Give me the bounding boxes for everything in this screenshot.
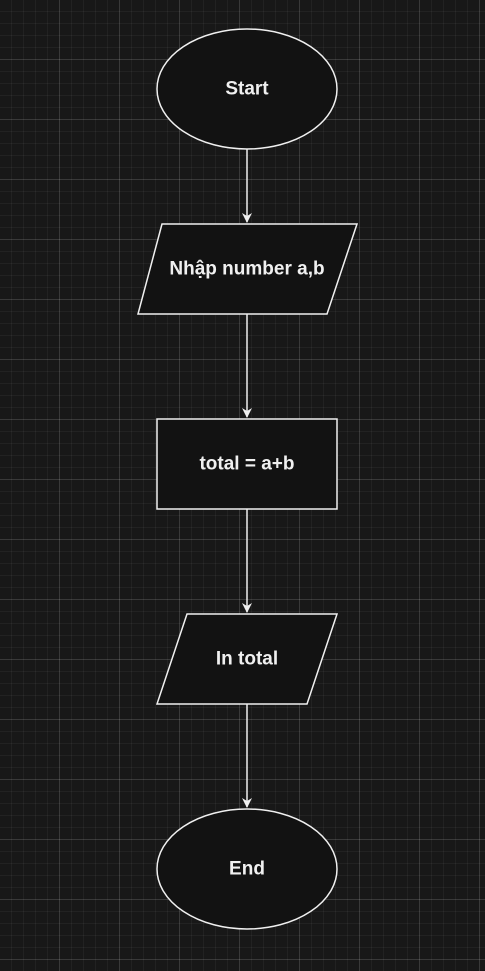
start-label: Start [225,79,269,100]
start-node[interactable]: Start [156,28,338,150]
output-node[interactable]: In total [155,613,339,705]
process-label: total = a+b [199,454,294,475]
end-label: End [229,859,265,880]
input-label: Nhập number a,b [169,259,324,280]
output-label: In total [216,649,278,670]
end-node[interactable]: End [156,808,338,930]
process-node[interactable]: total = a+b [156,418,338,510]
input-node[interactable]: Nhập number a,b [137,223,359,315]
